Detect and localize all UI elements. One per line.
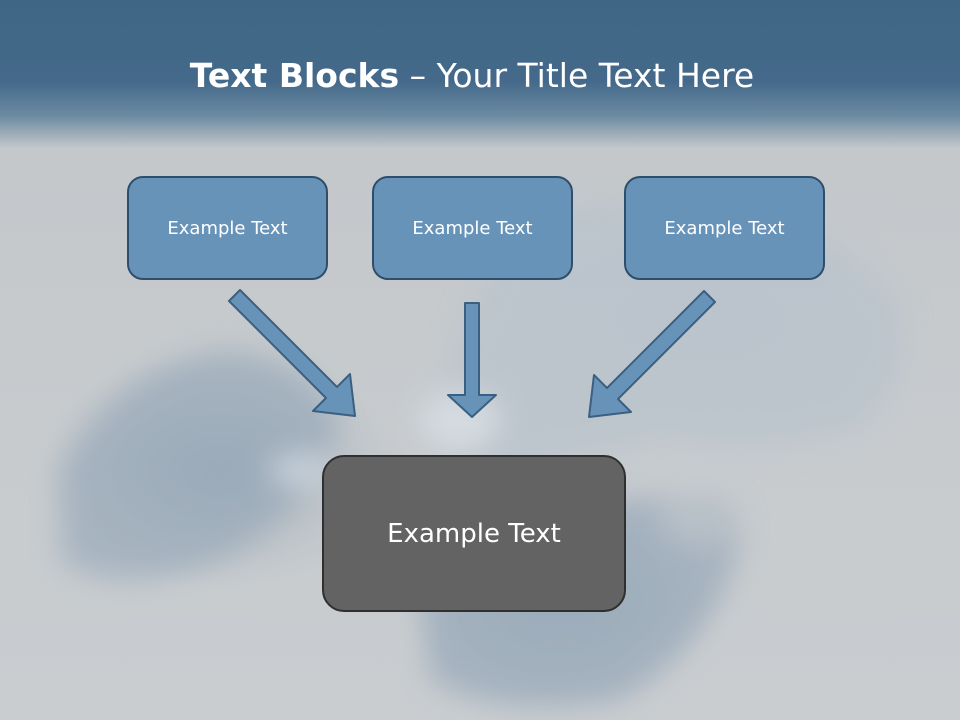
text-block-left-label: Example Text	[167, 217, 288, 239]
text-block-right[interactable]: Example Text	[624, 176, 825, 280]
text-block-center-label: Example Text	[412, 217, 533, 239]
text-block-center[interactable]: Example Text	[372, 176, 573, 280]
slide-title: Text Blocks – Your Title Text Here	[0, 56, 944, 96]
slide-title-bold: Text Blocks	[189, 56, 400, 95]
text-block-bottom-label: Example Text	[387, 518, 561, 549]
text-block-left[interactable]: Example Text	[127, 176, 328, 280]
text-block-bottom[interactable]: Example Text	[322, 455, 626, 612]
title-banner	[0, 0, 960, 148]
slide-title-rest: – Your Title Text Here	[399, 56, 755, 95]
text-block-right-label: Example Text	[664, 217, 785, 239]
